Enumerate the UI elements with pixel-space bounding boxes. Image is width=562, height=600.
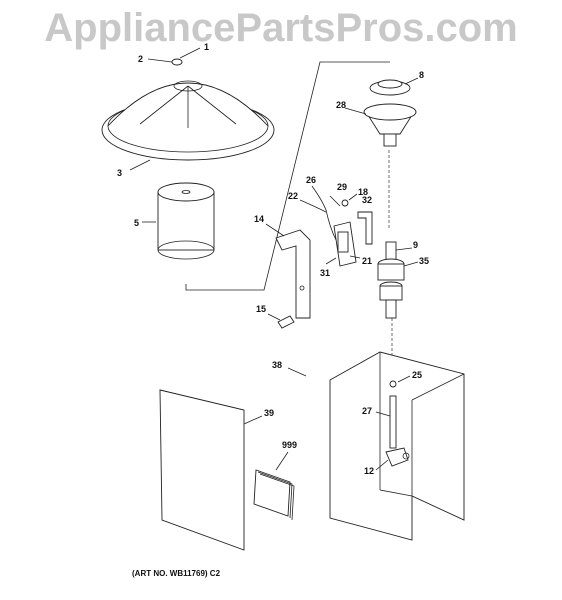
- callout-5: 5: [134, 218, 139, 228]
- igniter-module: [333, 221, 357, 267]
- callout-39: 39: [264, 408, 274, 418]
- callout-999: 999: [282, 440, 297, 450]
- callout-3: 3: [117, 168, 122, 178]
- burner-cap: [369, 79, 411, 96]
- nut: [171, 58, 183, 66]
- callout-28: 28: [336, 100, 346, 110]
- bracket: [357, 211, 373, 245]
- screw: [341, 199, 349, 207]
- callout-8: 8: [419, 70, 424, 80]
- callout-18: 18: [358, 187, 368, 197]
- callout-26: 26: [306, 175, 316, 185]
- burner-head: [363, 103, 417, 147]
- callout-15: 15: [256, 304, 266, 314]
- callout-35: 35: [419, 256, 429, 266]
- callout-38: 38: [272, 360, 282, 370]
- callout-12: 12: [364, 466, 374, 476]
- callout-31: 31: [320, 268, 330, 278]
- access-panel: [159, 389, 245, 551]
- watermark: AppliancePartsPros.com: [44, 6, 518, 50]
- dome-cover: [101, 80, 275, 161]
- callout-9: 9: [413, 240, 418, 250]
- connector-line: [185, 61, 390, 291]
- cylinder-housing: [157, 182, 215, 260]
- callout-14: 14: [254, 214, 264, 224]
- gas-line: [385, 380, 410, 467]
- callout-32: 32: [362, 195, 372, 205]
- callout-22: 22: [288, 191, 298, 201]
- owners-manual: [253, 469, 295, 521]
- callout-27: 27: [362, 406, 372, 416]
- callout-25: 25: [412, 370, 422, 380]
- callout-2: 2: [138, 54, 143, 64]
- cabinet-enclosure: [329, 351, 465, 541]
- thermocouple-wire: [311, 185, 337, 241]
- burner-tube: [377, 241, 405, 319]
- art-number: (ART NO. WB11769) C2: [132, 569, 221, 578]
- callout-21: 21: [362, 256, 372, 266]
- mounting-bracket: [275, 229, 311, 319]
- callout-1: 1: [204, 42, 209, 52]
- fitting: [277, 315, 295, 329]
- callout-29: 29: [337, 182, 347, 192]
